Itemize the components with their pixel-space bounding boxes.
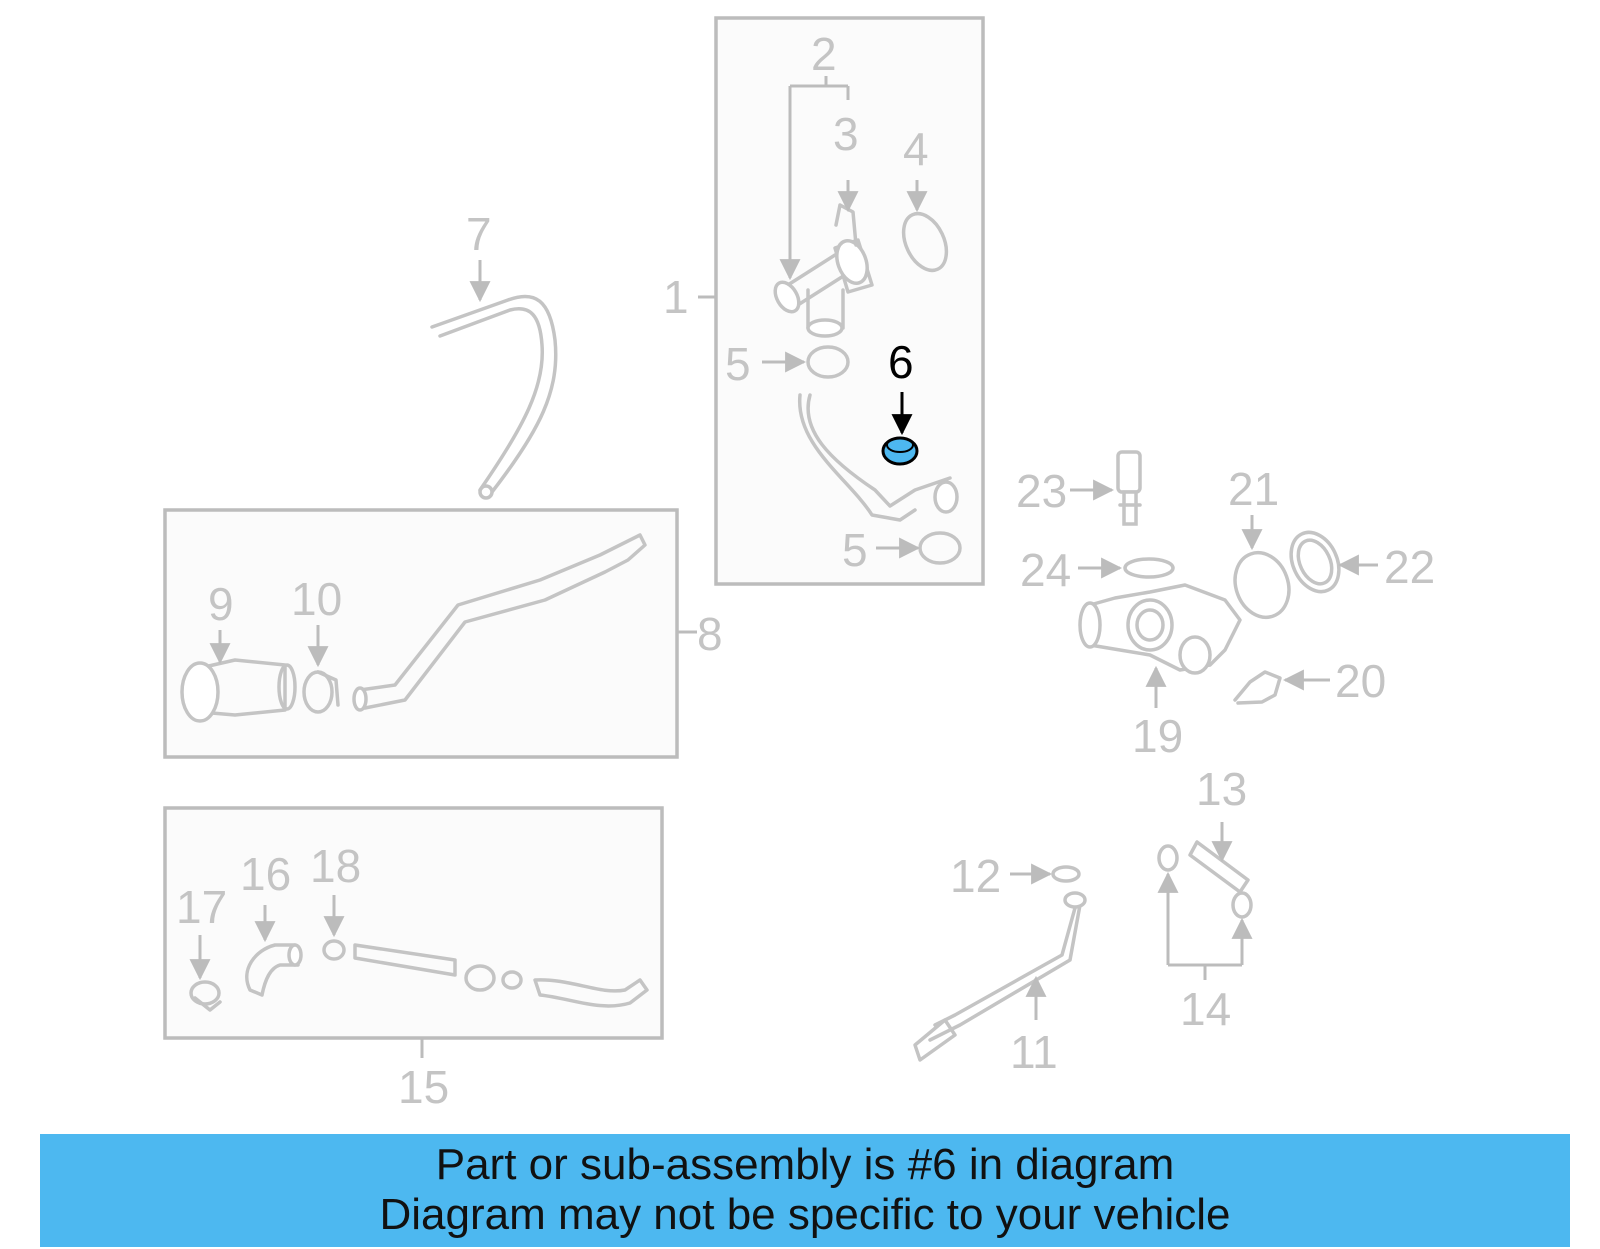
clamp-part-15 — [501, 970, 523, 990]
thermostat-housing-part-19 — [1078, 583, 1242, 675]
pipe-part-7 — [430, 294, 558, 494]
clamp-part-18 — [322, 939, 346, 961]
callout-20: 20 — [1335, 655, 1386, 707]
coolant-pipe-part — [798, 393, 952, 522]
callout-18: 18 — [310, 840, 361, 892]
banner-line-part-number: Part or sub-assembly is #6 in diagram — [435, 1140, 1175, 1189]
gasket-part-22 — [1289, 530, 1341, 594]
pipe-part-15 — [353, 943, 457, 977]
pipe-end-part — [933, 480, 959, 514]
callout-21: 21 — [1228, 463, 1279, 515]
pipe-end-part-11 — [913, 1018, 957, 1062]
callout-24: 24 — [1020, 544, 1071, 596]
banner-line-disclaimer: Diagram may not be specific to your vehi… — [379, 1190, 1231, 1239]
fitting-part-11 — [1063, 891, 1087, 909]
gasket-part-24 — [1123, 557, 1175, 579]
callout-4: 4 — [903, 123, 929, 175]
callout-6[interactable]: 6 — [888, 336, 914, 388]
callout-13: 13 — [1196, 763, 1247, 815]
callout-8: 8 — [697, 608, 723, 660]
pipe-end-part-7 — [478, 484, 494, 500]
sleeve-part-15 — [464, 964, 496, 992]
callout-15: 15 — [398, 1061, 449, 1113]
hose-end-part-16 — [287, 943, 303, 967]
hose-part-15 — [533, 978, 649, 1008]
callout-22: 22 — [1384, 541, 1435, 593]
leader-14 — [1168, 963, 1242, 980]
callout-16: 16 — [240, 848, 291, 900]
seal-part-21 — [1233, 550, 1291, 620]
callout-19: 19 — [1132, 710, 1183, 762]
pipe-part-11 — [928, 898, 1082, 1042]
leader-2 — [790, 76, 848, 278]
callout-14: 14 — [1180, 983, 1231, 1035]
clamp-part-14-right — [1231, 891, 1253, 919]
callout-5-lower: 5 — [842, 524, 868, 576]
assembly-box-8 — [163, 508, 679, 759]
callout-1: 1 — [663, 271, 689, 323]
info-banner: Part or sub-assembly is #6 in diagram Di… — [40, 1134, 1570, 1247]
callout-10: 10 — [291, 573, 342, 625]
o-ring-part-4 — [901, 211, 949, 273]
hose-clamp-part-10 — [302, 670, 340, 714]
callout-9: 9 — [208, 578, 234, 630]
highlighted-part-6 — [881, 436, 919, 466]
clamp-part-17 — [189, 980, 222, 1012]
callout-2: 2 — [811, 28, 837, 80]
callout-3: 3 — [833, 108, 859, 160]
bracket-part-20 — [1233, 670, 1282, 705]
o-ring-part-5-upper — [806, 345, 850, 379]
pipe-part-13 — [1188, 840, 1250, 894]
clamp-part-14-left — [1157, 844, 1179, 872]
hose-part-8 — [358, 533, 647, 710]
callout-12: 12 — [950, 850, 1001, 902]
callout-23: 23 — [1016, 465, 1067, 517]
callout-7: 7 — [466, 208, 492, 260]
callout-11: 11 — [1010, 1026, 1058, 1078]
callout-5-upper: 5 — [725, 338, 751, 390]
hose-end-part-8 — [352, 686, 368, 712]
callout-17: 17 — [176, 881, 227, 933]
assembly-box-15 — [163, 806, 664, 1040]
seal-part-12 — [1051, 865, 1081, 883]
sensor-part-23 — [1116, 450, 1142, 526]
